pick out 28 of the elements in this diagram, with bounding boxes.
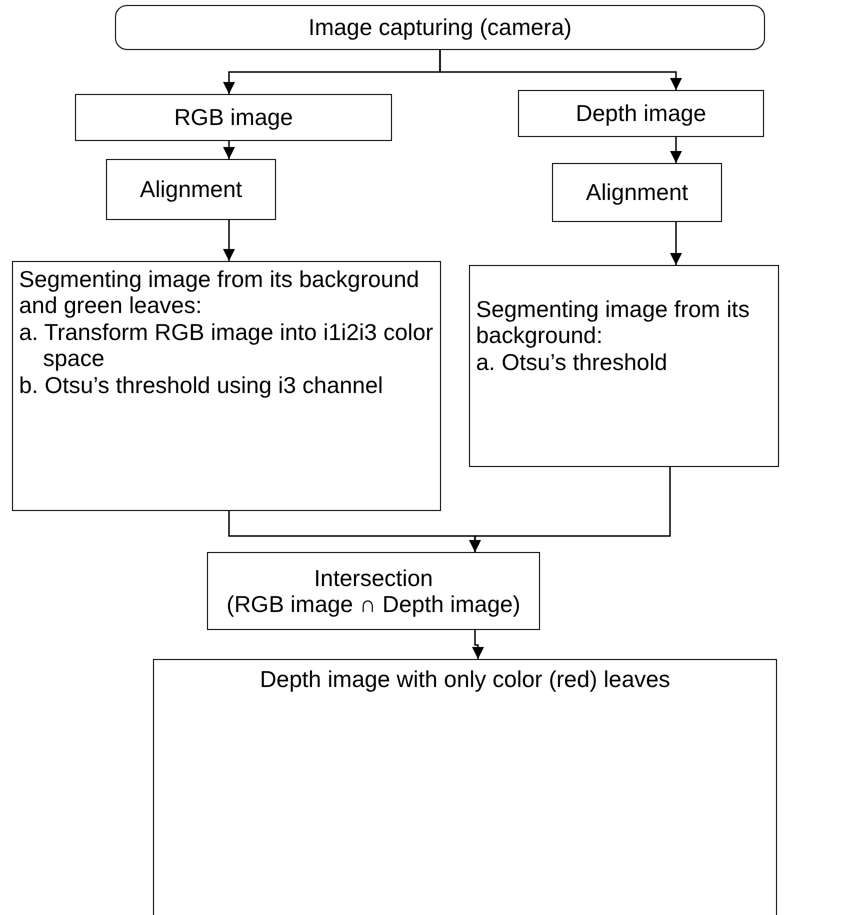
arrow (223, 141, 235, 159)
box-label: (RGB image ∩ Depth image) (226, 591, 520, 618)
process-box (153, 659, 777, 915)
arrow (670, 222, 682, 265)
arrow (223, 220, 235, 261)
arrow (469, 467, 671, 552)
process-box (12, 261, 441, 511)
process-box (518, 90, 764, 137)
process-box (115, 5, 765, 50)
process-box (469, 265, 779, 467)
arrow (472, 630, 484, 659)
list-item: b. Otsu’s threshold using i3 channel (19, 372, 384, 398)
process-box (75, 94, 392, 141)
box-label: Segmenting image from its background: (476, 296, 751, 349)
box-label: Intersection (314, 564, 433, 591)
box-label: Depth image (576, 100, 706, 127)
box-label: Image capturing (camera) (308, 14, 572, 41)
process-box (552, 163, 722, 222)
box-label: Alignment (586, 179, 688, 206)
list-item: a. Otsu’s threshold (476, 348, 668, 376)
box-label: Alignment (140, 176, 242, 203)
arrow (439, 50, 682, 90)
box-label: Depth image with only color (red) leaves (260, 666, 670, 692)
box-label: RGB image (174, 104, 293, 131)
process-box (207, 552, 540, 630)
arrow (670, 137, 682, 163)
process-box (106, 159, 276, 220)
box-label: Segmenting image from its background and green leaves: (19, 266, 420, 319)
